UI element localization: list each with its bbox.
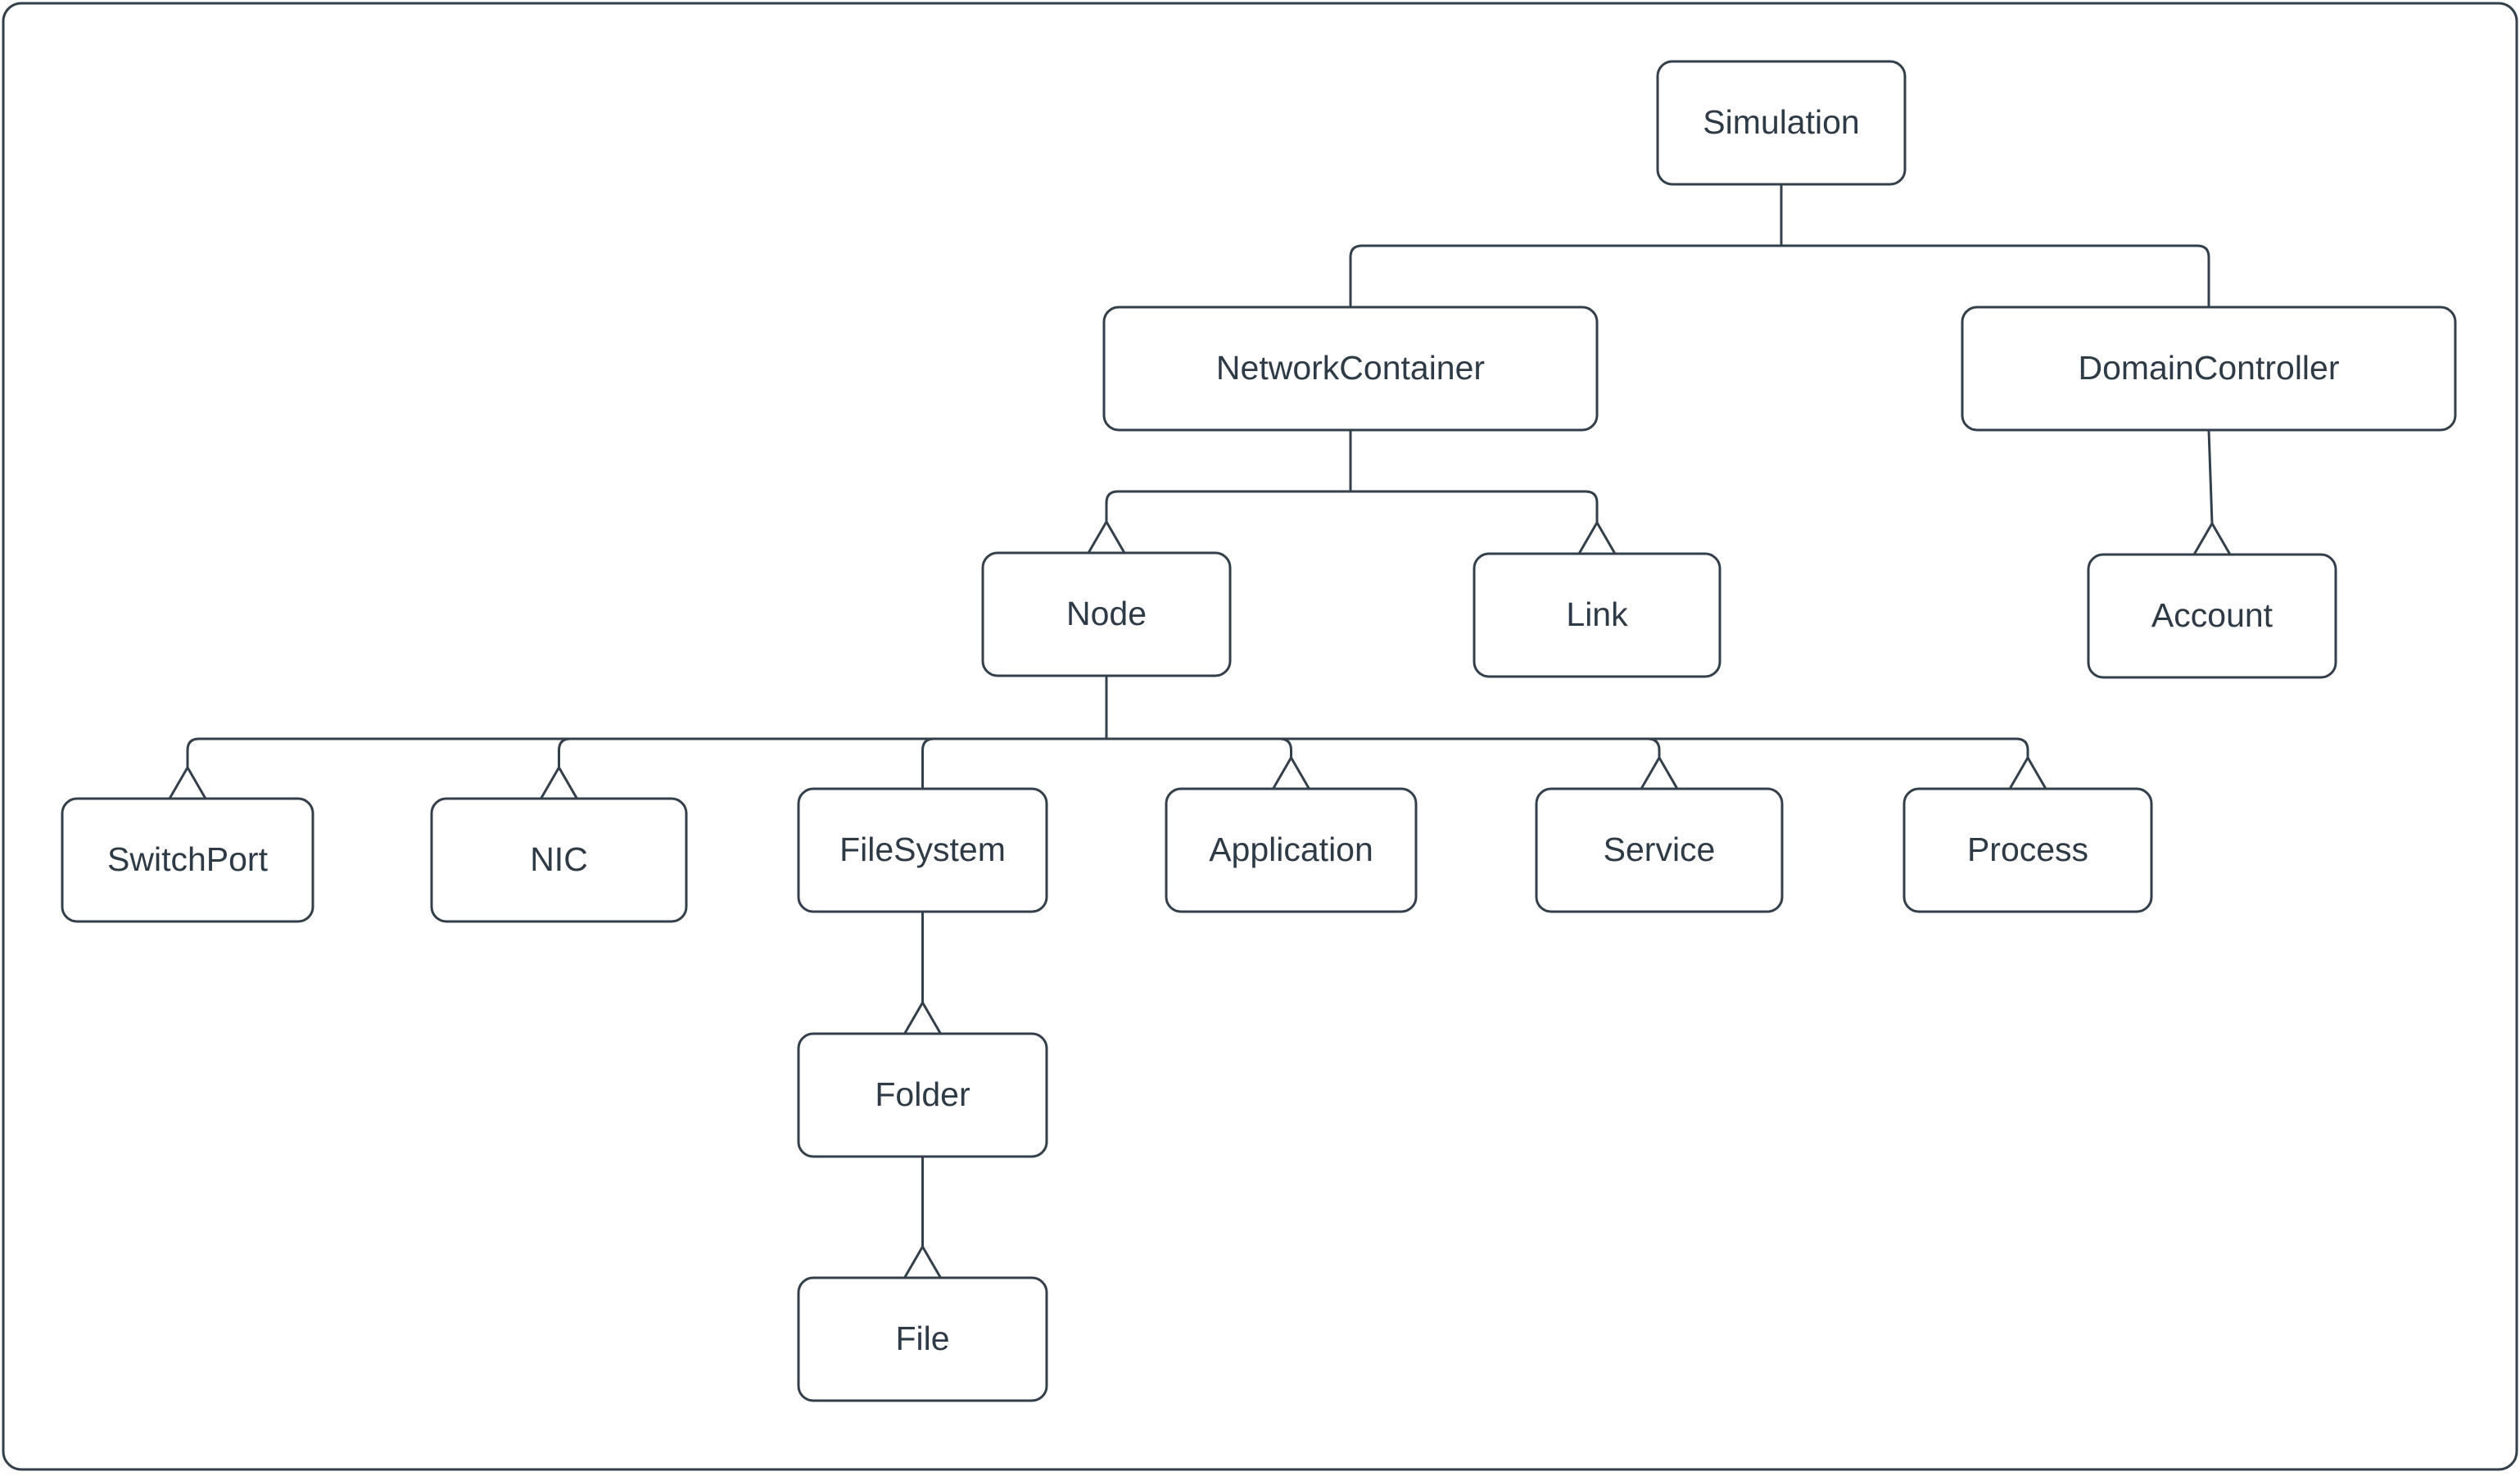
class-box-folder[interactable]: Folder — [797, 1032, 1048, 1158]
class-box-rect-filesystem[interactable] — [797, 787, 1048, 913]
class-box-label-network_container: NetworkContainer — [1216, 349, 1485, 387]
class-box-service[interactable]: Service — [1535, 787, 1784, 913]
class-box-rect-account[interactable] — [2087, 553, 2337, 679]
class-box-simulation[interactable]: Simulation — [1656, 60, 1907, 186]
inheritance-arrowhead-link — [1577, 520, 1617, 555]
connector-node-to-filesystem — [921, 737, 1106, 789]
connector-simulation-to-domain_controller — [1781, 244, 2210, 307]
class-box-filesystem[interactable]: FileSystem — [797, 787, 1048, 913]
inheritance-arrowhead-node — [1086, 519, 1127, 555]
class-box-domain_controller[interactable]: DomainController — [1961, 306, 2457, 432]
class-box-rect-simulation[interactable] — [1656, 60, 1907, 186]
class-box-label-domain_controller: DomainController — [2078, 349, 2339, 387]
inheritance-arrowhead-folder — [902, 1000, 943, 1035]
class-box-rect-node[interactable] — [981, 551, 1232, 677]
class-box-label-simulation: Simulation — [1703, 103, 1859, 141]
class-box-rect-process[interactable] — [1902, 787, 2153, 913]
class-box-rect-nic[interactable] — [430, 797, 688, 923]
class-box-nic[interactable]: NIC — [430, 797, 688, 923]
class-box-rect-link[interactable] — [1473, 552, 1721, 678]
class-box-link[interactable]: Link — [1473, 552, 1721, 678]
class-box-label-account: Account — [2151, 596, 2273, 634]
connector-node-to-process — [1106, 737, 2029, 758]
inheritance-arrowhead-account — [2192, 521, 2233, 556]
class-box-network_container[interactable]: NetworkContainer — [1102, 306, 1599, 432]
connector-node-to-application — [1106, 737, 1292, 758]
inheritance-arrowhead-file — [902, 1244, 943, 1279]
class-box-process[interactable]: Process — [1902, 787, 2153, 913]
inheritance-arrowhead-process — [2007, 755, 2048, 790]
connector-network_container-to-node — [1105, 490, 1350, 522]
class-box-label-application: Application — [1209, 831, 1373, 868]
inheritance-arrowhead-application — [1270, 755, 1312, 790]
class-box-label-folder: Folder — [875, 1075, 970, 1113]
class-box-label-service: Service — [1604, 831, 1716, 868]
class-box-label-filesystem: FileSystem — [839, 831, 1006, 868]
inheritance-arrowhead-nic — [538, 765, 580, 800]
inheritance-arrowhead-switchport — [167, 765, 208, 800]
class-box-rect-file[interactable] — [797, 1276, 1048, 1402]
class-box-label-nic: NIC — [530, 840, 588, 878]
connector-node-to-nic — [558, 737, 1106, 767]
class-box-node[interactable]: Node — [981, 551, 1232, 677]
class-box-file[interactable]: File — [797, 1276, 1048, 1402]
class-box-rect-domain_controller[interactable] — [1961, 306, 2457, 432]
class-box-label-file: File — [895, 1320, 949, 1357]
connector-domain_controller-to-account — [2207, 429, 2214, 524]
class-box-label-link: Link — [1566, 595, 1628, 633]
connector-simulation-to-network_container — [1349, 244, 1781, 307]
class-box-rect-folder[interactable] — [797, 1032, 1048, 1158]
class-box-rect-service[interactable] — [1535, 787, 1784, 913]
class-box-label-switchport: SwitchPort — [107, 840, 269, 878]
inheritance-arrowhead-service — [1639, 755, 1680, 790]
class-box-rect-switchport[interactable] — [61, 797, 314, 923]
connector-node-to-switchport — [186, 737, 1106, 767]
class-box-label-process: Process — [1967, 831, 2088, 868]
class-box-rect-application[interactable] — [1165, 787, 1418, 913]
class-box-account[interactable]: Account — [2087, 553, 2337, 679]
class-box-application[interactable]: Application — [1165, 787, 1418, 913]
connector-node-to-service — [1106, 737, 1661, 758]
class-box-rect-network_container[interactable] — [1102, 306, 1599, 432]
class-box-switchport[interactable]: SwitchPort — [61, 797, 314, 923]
connector-network_container-to-link — [1350, 490, 1599, 523]
class-box-label-node: Node — [1066, 595, 1147, 632]
